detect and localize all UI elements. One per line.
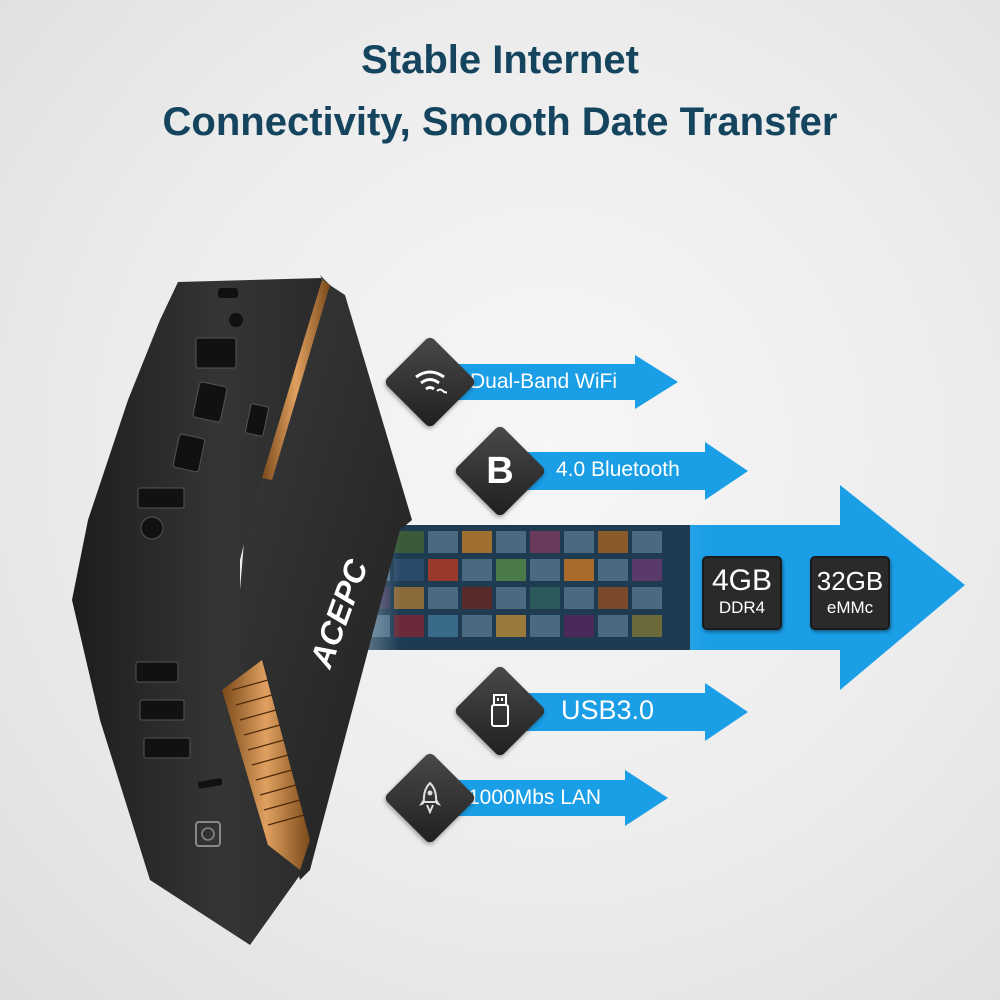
mic-jack [229,313,243,327]
power-button [195,821,221,847]
usb-label: USB3.0 [561,695,655,725]
wifi-label: Dual-Band WiFi [470,370,618,393]
wifi-icon [397,349,463,415]
usb-port-1 [137,487,185,509]
memory-spec-badge: 4GB DDR4 [702,556,782,630]
bluetooth-label: 4.0 Bluetooth [556,458,680,481]
usb-port-4 [143,737,191,759]
wifi-arrow [430,355,680,410]
memory-type: DDR4 [718,598,766,617]
usb-port-side [244,403,270,437]
usb-drive-icon [467,678,533,744]
storage-spec-badge: 32GB eMMc [810,556,890,630]
usb-arrow [500,683,750,741]
bluetooth-arrow [500,442,750,500]
headline-line-2: Connectivity, Smooth Date Transfer [162,100,838,144]
audio-port [218,288,238,298]
heatsink-fins-bottom [222,660,310,870]
lan-label: 1000Mbs LAN [468,786,602,809]
usb-port-3 [139,699,185,721]
bluetooth-b-icon: B [467,438,533,504]
headline-line-1: Stable Internet [361,38,639,82]
lan-arrow [430,770,670,826]
hdmi-port-1 [192,381,228,423]
hdmi-port-2 [172,433,206,473]
storage-type: eMMc [826,598,874,617]
memory-size: 4GB [711,564,773,597]
dc-jack [140,516,164,540]
usb-port-2 [135,661,179,683]
rocket-icon [397,765,463,831]
storage-size: 32GB [816,566,884,596]
bluetooth-letter: B [486,449,514,492]
tf-card-slot [197,778,223,789]
heatsink-fins-top [262,280,330,480]
lan-port [195,337,237,369]
